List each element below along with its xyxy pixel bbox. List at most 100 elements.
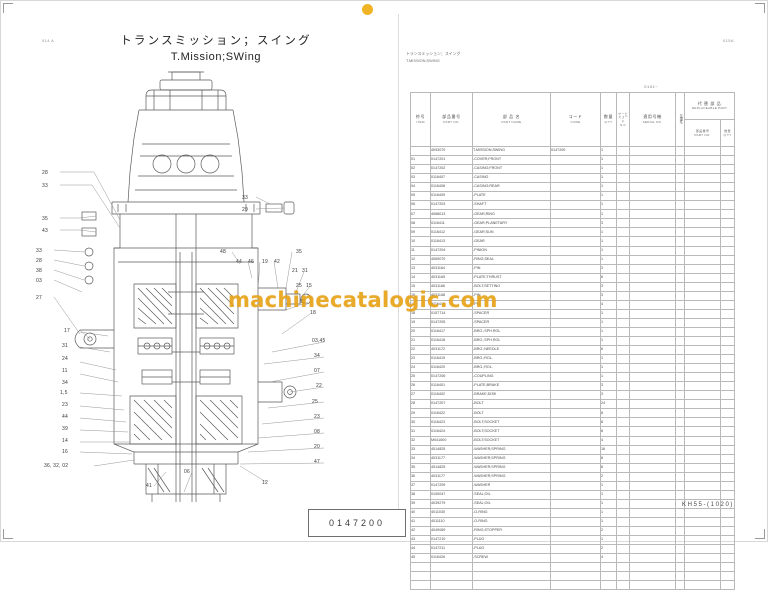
drawing-callout: 35 bbox=[296, 249, 302, 255]
part-no-cell: 4011030 bbox=[430, 507, 473, 518]
col-header-part-name: 部 品 名 PART NAME bbox=[472, 92, 551, 147]
ca-cell bbox=[675, 155, 685, 166]
ca-cell bbox=[675, 471, 685, 482]
ca-cell bbox=[675, 399, 685, 410]
drawing-callout: 23 bbox=[62, 402, 68, 408]
serial-no-cell bbox=[629, 335, 676, 347]
serial-no-cell bbox=[629, 254, 676, 265]
serial-no-cell bbox=[629, 290, 676, 301]
code-cell bbox=[550, 435, 601, 446]
code-cell bbox=[550, 363, 601, 374]
drawing-callout: 19 bbox=[262, 259, 268, 265]
drawing-callout: 12 bbox=[262, 480, 268, 486]
part-name-cell: -SEAL;OIL bbox=[472, 498, 551, 509]
qty-cell: 1 bbox=[600, 182, 617, 193]
service-code-cell bbox=[616, 525, 630, 537]
part-name-cell: -SCREW bbox=[472, 553, 551, 564]
item-cell: 18 bbox=[410, 308, 431, 319]
code-cell bbox=[550, 480, 601, 491]
qty-cell: 2 bbox=[600, 544, 617, 555]
replaceable-qty-cell bbox=[720, 173, 735, 184]
replaceable-qty-cell bbox=[720, 372, 735, 383]
code-cell bbox=[550, 354, 601, 365]
replaceable-qty-cell bbox=[720, 453, 735, 464]
item-cell: 38 bbox=[410, 489, 431, 500]
replaceable-part-no-cell bbox=[684, 236, 721, 247]
replaceable-qty-cell bbox=[720, 516, 735, 527]
serial-no-cell bbox=[629, 544, 676, 555]
part-no-cell: 4031165 bbox=[430, 272, 473, 283]
replaceable-part-no-cell bbox=[684, 173, 721, 184]
part-no-cell: 0116413 bbox=[430, 236, 473, 247]
replaceable-part-no-cell bbox=[684, 191, 721, 202]
empty-cell bbox=[600, 580, 617, 590]
ca-cell bbox=[675, 254, 685, 265]
part-name-cell: -SPACER bbox=[472, 317, 551, 328]
service-code-cell bbox=[616, 299, 630, 310]
col-header-qty: 数量 Q'TY bbox=[600, 92, 617, 147]
replaceable-part-no-cell bbox=[684, 164, 721, 175]
replaceable-qty-cell bbox=[720, 191, 735, 202]
part-name-cell: -BRAKE;DISK bbox=[472, 390, 551, 401]
qty-cell: 24 bbox=[600, 399, 617, 410]
replaceable-part-no-cell bbox=[684, 390, 721, 401]
qty-cell: 1 bbox=[600, 227, 617, 238]
replaceable-qty-cell bbox=[720, 417, 735, 428]
empty-cell bbox=[430, 580, 473, 590]
drawing-callout: 18 bbox=[310, 310, 316, 316]
code-cell bbox=[550, 408, 601, 419]
part-name-cell: -BRG.;ROL. bbox=[472, 354, 551, 365]
part-name-cell: -COUPLING bbox=[472, 372, 551, 383]
serial-no-cell bbox=[629, 164, 676, 175]
service-code-cell bbox=[616, 335, 630, 347]
drawing-callout: 25 bbox=[296, 283, 302, 289]
serial-no-cell bbox=[629, 372, 676, 383]
